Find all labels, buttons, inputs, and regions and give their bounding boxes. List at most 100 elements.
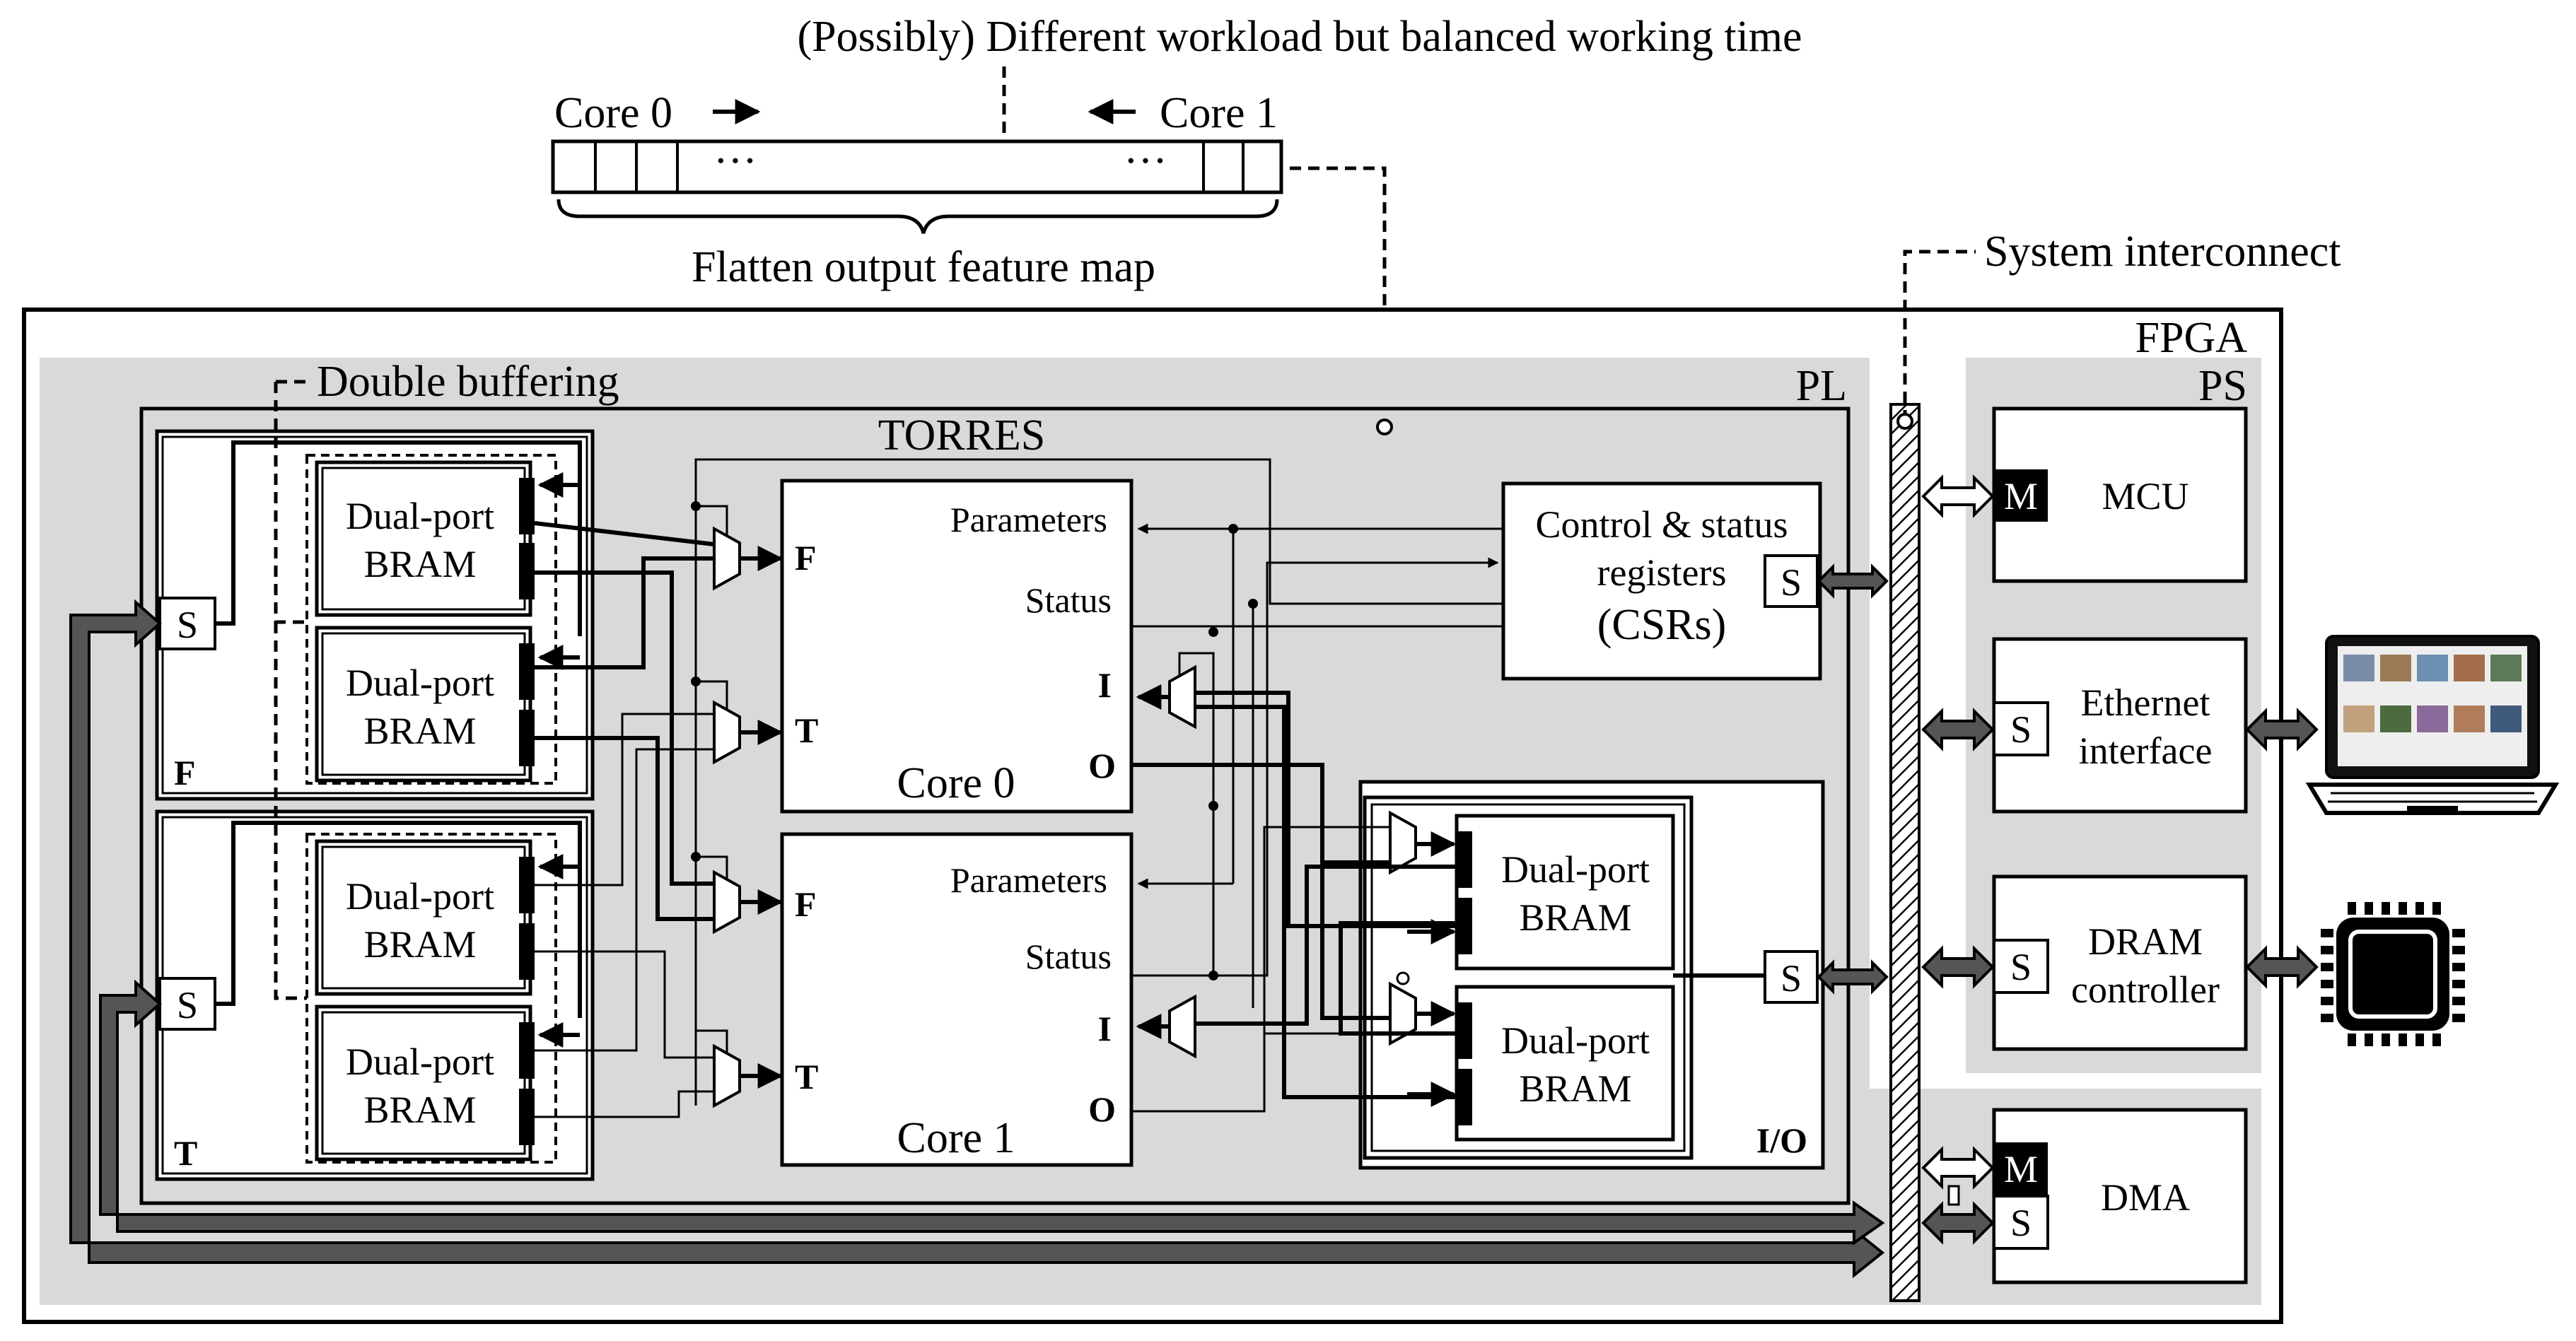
bram-port-a: [519, 1022, 535, 1079]
bram-port-a: [1457, 831, 1472, 888]
core1-status-wire: [1131, 557, 1499, 977]
mcu-master-bus: [1921, 474, 1995, 518]
t-data-wire: [535, 713, 714, 886]
slave-label: S: [1781, 957, 1802, 1000]
slave-label: S: [1781, 561, 1802, 604]
flatten-array: [551, 139, 1283, 194]
io-read-wire: [1195, 705, 1457, 1099]
core1-port-i: I: [1098, 1009, 1112, 1048]
f-data-wire: [535, 556, 714, 669]
io-bram-0: [1455, 814, 1675, 971]
dma-label: DMA: [2101, 1176, 2190, 1219]
f-data-wire: [535, 570, 714, 886]
f-bram-1: [315, 626, 532, 783]
mcu-master-port: [1994, 469, 2048, 522]
array-ellipsis-right: ···: [1124, 137, 1167, 185]
bram-port-b: [519, 923, 535, 980]
bram-label: BRAM: [1519, 896, 1631, 939]
slave-label: S: [2010, 1202, 2032, 1244]
io-bus-arrow: [1817, 959, 1889, 995]
bram-label: Dual-port: [346, 875, 494, 918]
mux-select-wire: [696, 680, 728, 710]
core1-port-f: F: [795, 884, 817, 924]
slave-label: S: [177, 604, 198, 646]
bram-label: BRAM: [363, 1089, 476, 1131]
mux-icon: [713, 1043, 741, 1108]
f-buffer-bus: [69, 599, 1885, 1279]
core0-port-t: T: [795, 710, 818, 750]
f-control-wire: [215, 440, 582, 636]
bram-port-b: [519, 710, 535, 766]
core1-o-output-b: [1263, 826, 1390, 1033]
pl-label: PL: [1796, 362, 1847, 410]
slave-label: S: [2010, 946, 2032, 988]
dma-slave-port: [1993, 1195, 2049, 1250]
csr-label-line3: (CSRs): [1597, 601, 1727, 649]
t-bram-1: [315, 1005, 532, 1161]
dram-label-line2: controller: [2071, 968, 2220, 1011]
io-group-label: I/O: [1756, 1120, 1807, 1160]
dma-master-bus: [1921, 1146, 1995, 1190]
junction-dot: [1208, 971, 1218, 980]
workload-title: (Possibly) Different workload but balanc…: [797, 13, 1802, 61]
core1-port-t: T: [795, 1057, 818, 1096]
f-bram-1-inner: [321, 632, 526, 776]
junction-dot: [1228, 524, 1238, 534]
bram-port-b: [1457, 898, 1472, 954]
bram-label: Dual-port: [346, 495, 494, 537]
dma-bus-link: [1947, 1185, 1960, 1206]
core0-port-f: F: [795, 538, 817, 578]
bram-label: Dual-port: [1501, 1019, 1650, 1062]
csr-label-line1: Control & status: [1535, 503, 1788, 546]
csr-bus-arrow: [1817, 563, 1889, 599]
ethernet-label-line1: Ethernet: [2081, 681, 2210, 724]
ethernet-slave-port: [1993, 701, 2049, 756]
f-double-buffer-frame: [305, 454, 557, 785]
f-data-wire: [534, 521, 715, 546]
core0-block: [780, 479, 1133, 814]
t-data-wire: [535, 748, 714, 1052]
mux-icon: [713, 869, 741, 935]
core0-port-o: O: [1088, 746, 1116, 785]
torres-label: TORRES: [878, 411, 1046, 459]
core1-o-output: [1131, 1032, 1390, 1113]
bram-label: BRAM: [363, 543, 476, 585]
mux-select-wire: [696, 855, 728, 879]
core0-o-output-b: [1320, 862, 1390, 1020]
core1-parameters: Parameters: [950, 860, 1107, 900]
bram-port-b: [1457, 1069, 1472, 1125]
io-read-wire: [1339, 921, 1457, 1036]
torres-label-bg: [856, 411, 1068, 454]
t-bram-0: [315, 839, 532, 996]
core0-o-output: [1131, 763, 1390, 865]
bram-port-a: [519, 478, 535, 534]
junction-dot: [1208, 627, 1218, 637]
mux-select-node: [1396, 971, 1410, 985]
io-bram-1: [1455, 985, 1675, 1142]
bram-label: Dual-port: [1501, 848, 1650, 891]
ps-label: PS: [2198, 362, 2247, 410]
ethernet-bus: [1921, 708, 1995, 751]
bram-label: Dual-port: [346, 1041, 494, 1083]
core1-block: [780, 832, 1133, 1167]
f-data-wire: [535, 736, 714, 921]
core0-parameters: Parameters: [950, 500, 1107, 539]
array-brace: [556, 199, 1279, 234]
csr-slave-port: [1764, 554, 1819, 608]
core1-direction-label: Core 1: [1160, 89, 1278, 137]
dram-external-bus: [2245, 945, 2319, 989]
slave-label: S: [2010, 708, 2032, 751]
system-interconnect-bar: [1889, 403, 1921, 1302]
core0-title: Core 0: [897, 759, 1015, 807]
double-buffering-link: [274, 382, 307, 1000]
bram-port-b: [519, 1089, 535, 1145]
bram-label: BRAM: [1519, 1067, 1631, 1110]
csr-label-line2: registers: [1597, 551, 1727, 594]
core1-status: Status: [1025, 937, 1112, 976]
bram-label: BRAM: [363, 710, 476, 752]
mcu-label: MCU: [2102, 475, 2189, 517]
master-label: M: [2004, 475, 2038, 517]
flatten-label: Flatten output feature map: [692, 243, 1155, 291]
t-data-wire: [535, 950, 714, 1059]
mux-icon: [713, 700, 741, 765]
